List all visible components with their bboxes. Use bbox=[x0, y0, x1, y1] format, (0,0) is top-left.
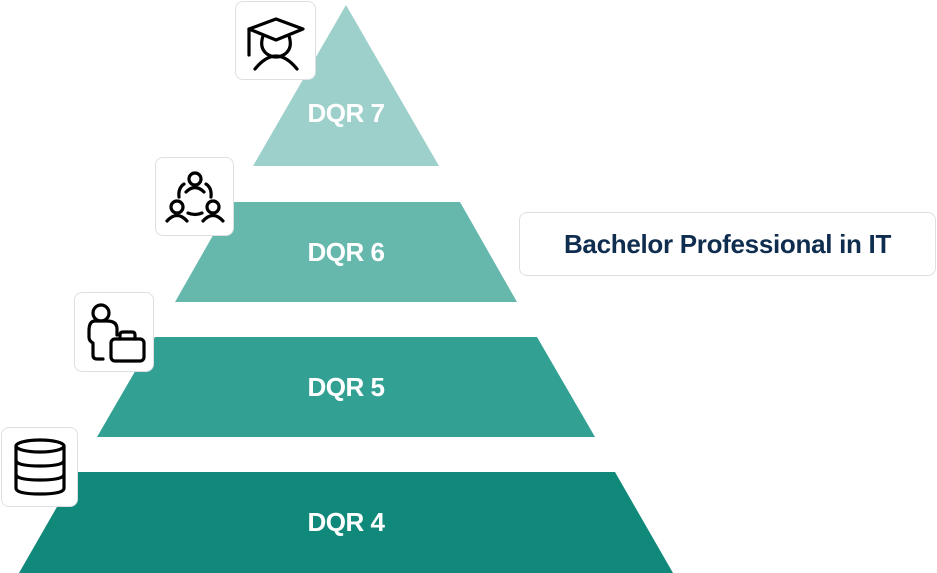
tier-dqr4 bbox=[19, 472, 673, 573]
tier-label-dqr6: DQR 6 bbox=[307, 237, 385, 267]
tier-label-dqr7: DQR 7 bbox=[307, 98, 385, 128]
database-icon bbox=[13, 438, 66, 496]
team-network-icon-box bbox=[155, 157, 234, 236]
tier-dqr6 bbox=[175, 202, 517, 302]
database-icon-box bbox=[1, 427, 78, 507]
tier-dqr7 bbox=[253, 5, 439, 166]
graduation-cap-person-icon bbox=[246, 16, 305, 71]
person-briefcase-icon bbox=[87, 303, 146, 363]
callout-bachelor-professional: Bachelor Professional in IT bbox=[519, 212, 936, 276]
team-network-icon bbox=[164, 170, 225, 223]
tier-label-dqr5: DQR 5 bbox=[307, 372, 385, 402]
tier-dqr5 bbox=[97, 337, 595, 437]
person-briefcase-icon-box bbox=[74, 292, 154, 372]
tier-label-dqr4: DQR 4 bbox=[307, 507, 385, 537]
graduation-cap-icon-box bbox=[235, 1, 316, 80]
